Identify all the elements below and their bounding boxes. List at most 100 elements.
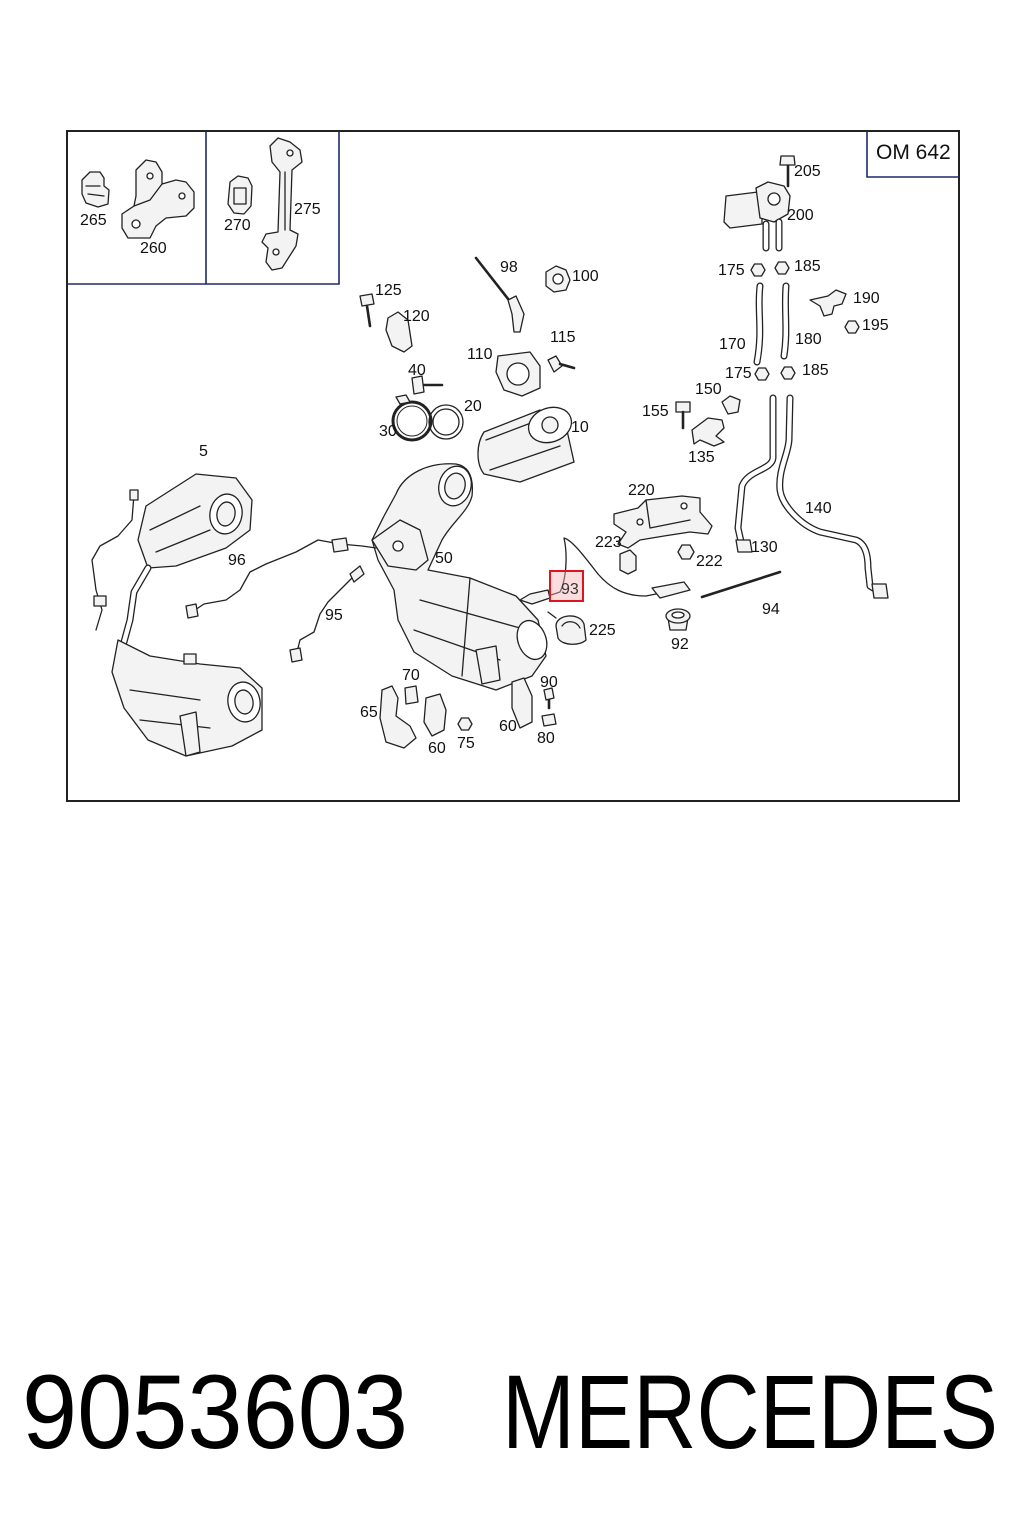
callout-185-upper: 185 <box>794 258 821 275</box>
callout-95: 95 <box>325 607 343 624</box>
part-205-drawing <box>779 155 796 188</box>
callout-200: 200 <box>787 207 814 224</box>
part-200-drawing <box>723 181 791 252</box>
callout-40: 40 <box>408 362 426 379</box>
callout-130: 130 <box>751 539 778 556</box>
part-275-drawing <box>261 137 303 271</box>
footer-caption: 9053603 MERCEDES <box>22 1354 998 1470</box>
part-93-sensor-drawing <box>519 537 691 605</box>
callout-70: 70 <box>402 667 420 684</box>
callout-222: 222 <box>696 553 723 570</box>
part-223-drawing <box>619 549 637 575</box>
callout-260: 260 <box>140 240 167 257</box>
callout-190: 190 <box>853 290 880 307</box>
part-95-sensor-drawing <box>289 565 365 663</box>
callout-100: 100 <box>572 268 599 285</box>
part-190-drawing <box>809 289 847 317</box>
callout-90: 90 <box>540 674 558 691</box>
callout-270: 270 <box>224 217 251 234</box>
part-115-drawing <box>547 355 576 373</box>
callout-220: 220 <box>628 482 655 499</box>
part-175-upper-drawing <box>750 263 766 277</box>
callout-180: 180 <box>795 331 822 348</box>
inset-frame <box>67 131 340 285</box>
callout-94: 94 <box>762 601 780 618</box>
diagram-frame <box>66 130 960 802</box>
part-65-drawing <box>379 685 417 749</box>
part-10-drawing <box>477 406 575 483</box>
callout-80: 80 <box>537 730 555 747</box>
callout-75: 75 <box>457 735 475 752</box>
callout-10: 10 <box>571 419 589 436</box>
engine-code-label: OM 642 <box>876 141 951 164</box>
part-125-drawing <box>359 293 375 328</box>
highlighted-callout-label: 93 <box>561 581 579 598</box>
part-155-drawing <box>675 401 691 430</box>
part-175-lower-drawing <box>754 367 770 381</box>
callout-195: 195 <box>862 317 889 334</box>
part-225-clamp-drawing <box>547 611 587 645</box>
part-94-drawing <box>700 570 782 599</box>
part-185-upper-drawing <box>774 261 790 275</box>
callout-65: 65 <box>360 704 378 721</box>
part-80-drawing <box>541 713 557 727</box>
callout-60-right: 60 <box>499 718 517 735</box>
callout-120: 120 <box>403 308 430 325</box>
part-5-drawing <box>91 473 263 757</box>
part-135-drawing <box>691 417 725 447</box>
callout-125: 125 <box>375 282 402 299</box>
callout-265: 265 <box>80 212 107 229</box>
brand-text: MERCEDES <box>502 1354 998 1470</box>
part-185-lower-drawing <box>780 366 796 380</box>
part-40-drawing <box>411 375 444 395</box>
highlighted-callout-93: 93 <box>549 570 584 602</box>
callout-92: 92 <box>671 636 689 653</box>
part-98-drawing <box>474 256 525 333</box>
part-270-drawing <box>227 175 253 215</box>
callout-205: 205 <box>794 163 821 180</box>
part-220-drawing <box>613 495 713 549</box>
part-265-drawing <box>81 171 110 208</box>
part-180-hose-drawing <box>780 282 790 360</box>
part-30-clamp-drawing <box>391 394 433 442</box>
part-222-drawing <box>677 544 695 560</box>
callout-170: 170 <box>719 336 746 353</box>
callout-223: 223 <box>595 534 622 551</box>
part-96-sensor-drawing <box>185 537 377 619</box>
part-20-ring-drawing <box>428 404 464 440</box>
part-110-drawing <box>495 351 541 397</box>
callout-175-lower: 175 <box>725 365 752 382</box>
callout-20: 20 <box>464 398 482 415</box>
part-120-drawing <box>385 311 413 353</box>
callout-155: 155 <box>642 403 669 420</box>
callout-110: 110 <box>467 346 493 363</box>
part-60-left-drawing <box>423 693 447 737</box>
engine-code-frame <box>866 131 959 178</box>
callout-30: 30 <box>379 423 397 440</box>
callout-135: 135 <box>688 449 715 466</box>
callout-96: 96 <box>228 552 246 569</box>
part-70-drawing <box>404 685 419 705</box>
part-60-right-drawing <box>511 677 533 729</box>
part-140-pipe-drawing <box>734 394 889 599</box>
part-50-drawing <box>371 463 548 691</box>
exploded-parts-diagram <box>66 130 960 802</box>
part-150-drawing <box>721 395 741 415</box>
callout-50: 50 <box>435 550 453 567</box>
callout-185-lower: 185 <box>802 362 829 379</box>
part-195-drawing <box>844 320 860 334</box>
part-75-drawing <box>457 717 473 731</box>
callout-140: 140 <box>805 500 832 517</box>
part-170-hose-drawing <box>753 282 764 366</box>
callout-225: 225 <box>589 622 616 639</box>
callout-275: 275 <box>294 201 321 218</box>
part-number-text: 9053603 <box>22 1354 408 1470</box>
callout-150: 150 <box>695 381 722 398</box>
part-90-drawing <box>543 687 555 710</box>
part-130-drawing <box>735 539 753 553</box>
callout-175-upper: 175 <box>718 262 745 279</box>
part-260-drawing <box>121 159 195 239</box>
callout-60-left: 60 <box>428 740 446 757</box>
callout-98: 98 <box>500 259 518 276</box>
callout-5: 5 <box>199 443 208 460</box>
